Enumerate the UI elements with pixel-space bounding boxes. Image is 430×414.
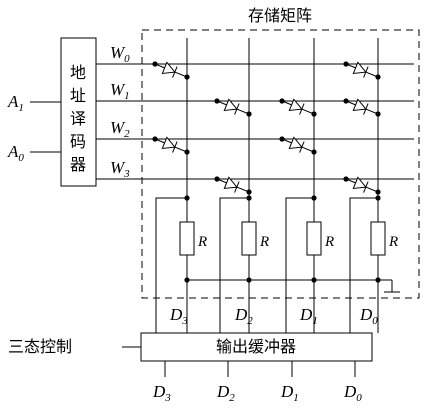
- diode-lead: [174, 71, 188, 78]
- resistor-label: R: [388, 234, 398, 250]
- junction-dot: [311, 195, 317, 201]
- resistor-d2: [241, 221, 257, 256]
- diode-lead: [236, 186, 250, 193]
- resistor-d1: [306, 221, 322, 256]
- resistor-d3: [179, 221, 195, 256]
- address-input-a0-label: A0: [7, 142, 24, 164]
- diode-symbol: [161, 61, 176, 75]
- resistor-label: R: [259, 234, 269, 250]
- output-label-d3: D3: [152, 382, 171, 404]
- word-line-w0-label: W0: [110, 43, 130, 65]
- bit-label-d0: D0: [359, 305, 378, 327]
- diode-lead: [174, 146, 188, 153]
- diode-lead: [345, 100, 356, 106]
- diode-lead: [281, 138, 292, 144]
- bit-label-d2: D2: [234, 305, 253, 327]
- diode-cell: [343, 176, 381, 195]
- diode-lead: [345, 63, 356, 69]
- tristate-control-label: 三态控制: [8, 337, 72, 356]
- diode-lead: [365, 71, 379, 78]
- diode-symbol: [161, 136, 176, 150]
- diode-lead: [281, 100, 292, 106]
- diode-lead: [301, 108, 315, 115]
- decoder-char-5: 器: [70, 155, 86, 174]
- decoder-char-3: 译: [70, 109, 86, 128]
- bypass-wire-d1: [285, 197, 314, 333]
- diode-lead: [216, 100, 227, 106]
- decoder-char-1: 地: [70, 63, 86, 82]
- bypass-wire-d2: [219, 197, 249, 333]
- diode-lead: [154, 63, 165, 69]
- junction-dot: [184, 195, 190, 201]
- diode-symbol: [352, 61, 367, 75]
- diode-lead: [345, 178, 356, 184]
- address-decoder-box: [60, 37, 97, 187]
- storage-matrix-boundary: [141, 29, 420, 299]
- resistor-label: R: [197, 234, 207, 250]
- output-label-d1: D1: [280, 382, 299, 404]
- bypass-wire-d0: [349, 197, 378, 333]
- decoder-char-4: 码: [70, 132, 86, 151]
- diode-cell: [279, 136, 317, 155]
- address-input-a1-label: A1: [7, 92, 24, 114]
- bypass-wire-d3: [155, 197, 187, 333]
- output-label-d2: D2: [216, 382, 235, 404]
- bit-label-d3: D3: [169, 305, 188, 327]
- diode-cell: [279, 98, 317, 117]
- resistor-d0: [370, 221, 386, 256]
- diode-lead: [365, 186, 379, 193]
- diode-symbol: [288, 136, 303, 150]
- diode-cell: [343, 61, 381, 80]
- diode-lead: [301, 146, 315, 153]
- diode-symbol: [223, 98, 238, 112]
- diode-symbol: [352, 176, 367, 190]
- diode-lead: [216, 178, 227, 184]
- diode-cell: [343, 98, 381, 117]
- word-line-w2-label: W2: [110, 118, 130, 140]
- output-label-d0: D0: [343, 382, 362, 404]
- junction-dot: [246, 195, 252, 201]
- diode-lead: [154, 138, 165, 144]
- diode-cell: [214, 176, 252, 195]
- junction-dot: [375, 195, 381, 201]
- word-line-w3-label: W3: [110, 158, 130, 180]
- word-line-w1-label: W1: [110, 80, 130, 102]
- diode-cell: [152, 61, 190, 80]
- decoder-char-2: 址: [70, 86, 86, 105]
- storage-matrix-title: 存储矩阵: [248, 6, 312, 25]
- diode-cell: [152, 136, 190, 155]
- bit-label-d1: D1: [299, 305, 318, 327]
- output-buffer-box: [140, 332, 373, 362]
- diode-symbol: [288, 98, 303, 112]
- output-buffer-label: 输出缓冲器: [216, 337, 296, 356]
- diode-cell: [214, 98, 252, 117]
- resistor-label: R: [324, 234, 334, 250]
- diode-cells: [152, 61, 381, 195]
- diode-lead: [365, 108, 379, 115]
- diode-symbol: [223, 176, 238, 190]
- diode-symbol: [352, 98, 367, 112]
- diode-lead: [236, 108, 250, 115]
